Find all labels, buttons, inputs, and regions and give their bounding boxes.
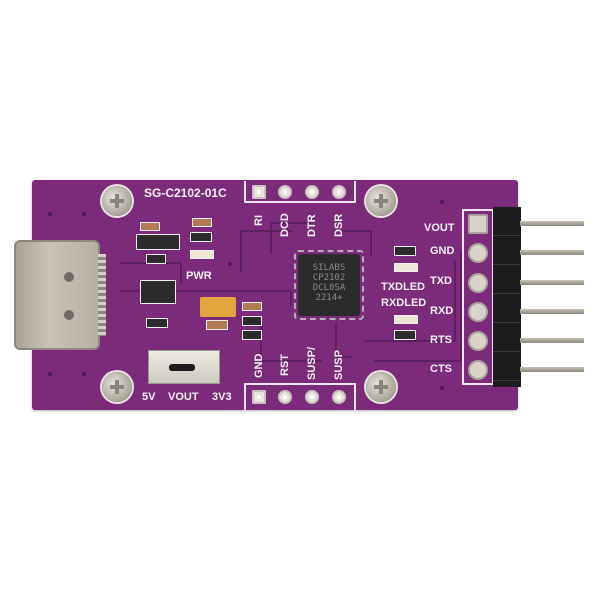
smd-resistor [146, 318, 168, 328]
pwr-led [190, 250, 214, 259]
switch-label-vout: VOUT [168, 391, 199, 403]
switch-label-3v3: 3V3 [212, 391, 232, 403]
header-pad-dcd [278, 185, 292, 199]
housing-segment [493, 207, 521, 236]
connector-pins [98, 254, 106, 336]
label-gnd-bottom: GND [253, 353, 265, 378]
tantalum-capacitor [200, 297, 236, 317]
smd-diode [136, 234, 180, 250]
label-rts: RTS [430, 334, 452, 346]
header-pin [520, 338, 584, 343]
trace [364, 260, 456, 342]
trace [240, 230, 292, 272]
label-txd: TXD [430, 275, 452, 287]
smd-capacitor [206, 320, 228, 330]
header-pin [520, 309, 584, 314]
smd-resistor [394, 330, 416, 340]
smd-resistor [190, 232, 212, 242]
pwr-label: PWR [186, 270, 212, 282]
housing-segment [493, 265, 521, 294]
trace [374, 250, 462, 362]
smd-resistor [394, 246, 416, 256]
mounting-screw [102, 372, 132, 402]
pin-pad-txd [468, 273, 488, 293]
header-pad-rst [278, 390, 292, 404]
smd-resistor [146, 254, 166, 264]
switch-label-5v: 5V [142, 391, 156, 403]
connector-hole [64, 272, 74, 282]
trace [335, 322, 352, 358]
pin-pad-rxd [468, 302, 488, 322]
mounting-screw [366, 372, 396, 402]
model-label: SG-C2102-01C [144, 186, 227, 200]
pcb-board [32, 180, 518, 410]
header-pad-dsr [332, 185, 346, 199]
header-pad-gnd [252, 390, 266, 404]
bottom-header-outline [244, 383, 356, 411]
top-header-outline [244, 181, 356, 203]
voltage-select-switch[interactable] [148, 350, 220, 384]
trace [340, 230, 372, 256]
housing-segment [493, 352, 521, 381]
housing-segment [493, 294, 521, 323]
label-cts: CTS [430, 363, 452, 375]
chip-line: SILABS [312, 263, 346, 273]
smd-resistor [242, 330, 262, 340]
smd-resistor [242, 316, 262, 326]
header-pad-dtr [305, 185, 319, 199]
via [48, 212, 52, 216]
label-ri: RI [253, 215, 265, 226]
header-pad-ri [252, 185, 266, 199]
label-gnd: GND [430, 245, 455, 257]
txdled-label: TXDLED [381, 281, 425, 293]
pin-pad-rts [468, 331, 488, 351]
mounting-screw [102, 186, 132, 216]
usb-c-connector [14, 240, 106, 350]
housing-segment [493, 323, 521, 352]
chip-line: DCL0SA [312, 283, 346, 293]
header-pin [520, 280, 584, 285]
label-dcd: DCD [279, 213, 291, 237]
pin-pad-vout [468, 214, 488, 234]
header-pin [520, 367, 584, 372]
mounting-screw [366, 186, 396, 216]
via [48, 372, 52, 376]
label-rst: RST [279, 354, 291, 376]
chip-line: 2214+ [315, 293, 343, 303]
trace [270, 222, 312, 254]
rxdled-label: RXDLED [381, 297, 427, 309]
label-vout: VOUT [424, 222, 455, 234]
trace [120, 290, 292, 306]
trace [260, 320, 322, 362]
label-dsr: DSR [333, 213, 345, 237]
housing-segment [493, 236, 521, 265]
header-pad-susp-bar [305, 390, 319, 404]
header-pad-susp [332, 390, 346, 404]
right-header-outline [462, 209, 494, 385]
connector-hole [64, 310, 74, 320]
pin-pad-gnd [468, 243, 488, 263]
via [440, 200, 444, 204]
via [228, 262, 232, 266]
smd-capacitor [192, 218, 212, 227]
smd-capacitor [242, 302, 262, 311]
smd-regulator [140, 280, 176, 304]
pin-pad-cts [468, 360, 488, 380]
chip-line: CP2102 [312, 273, 346, 283]
tx-led [394, 263, 418, 272]
via [440, 386, 444, 390]
header-pin [520, 250, 584, 255]
smd-capacitor [140, 222, 160, 231]
header-pin [520, 221, 584, 226]
pin-header-housing [493, 207, 521, 387]
rx-led [394, 315, 418, 324]
label-rxd: RXD [430, 305, 454, 317]
label-susp: SUSP [333, 350, 345, 380]
via [82, 212, 86, 216]
cp2102-chip: SILABS CP2102 DCL0SA 2214+ [294, 250, 364, 320]
switch-knob[interactable] [169, 364, 195, 371]
label-susp-bar: SUSP/ [306, 346, 318, 380]
label-dtr: DTR [306, 214, 318, 237]
via [82, 372, 86, 376]
